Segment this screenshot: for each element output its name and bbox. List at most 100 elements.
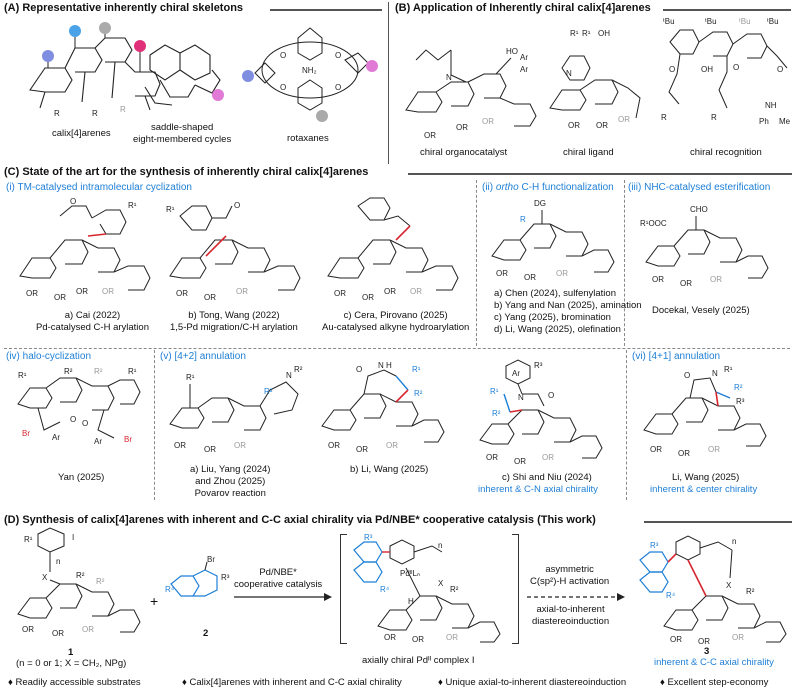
section-c-rule: [408, 173, 792, 175]
substrate-1-structure: R¹ I n X R² R² OR OR OR: [17, 527, 141, 638]
atom-label: R¹: [570, 29, 579, 38]
atom-label: O: [70, 415, 76, 424]
subtitle-ortho-post: C-H functionalization: [518, 182, 614, 193]
atom-label: ᵗBu: [739, 17, 751, 26]
atom-label: OR: [496, 269, 508, 278]
section-a-rule: [270, 9, 382, 11]
ref-cai: a) Cai (2022) Pd-catalysed C-H arylation: [36, 310, 149, 333]
liwang-41-structure: O N R¹ R² R³ OR OR OR: [643, 365, 767, 458]
saddle-cycle-skeleton: [144, 44, 224, 106]
ref-yan: Yan (2025): [58, 472, 105, 483]
arrow2-bottom-label: axial-to-inherent diastereoinduction: [532, 604, 610, 627]
atom-label: OR: [334, 289, 346, 298]
atom-label: O: [280, 51, 286, 60]
atom-label: R²: [746, 587, 755, 596]
caption-organocatalyst: chiral organocatalyst: [420, 147, 508, 158]
ref-shi-note: inherent & C-N axial chirality: [478, 484, 598, 495]
atom-label: ᵗBu: [767, 17, 779, 26]
atom-label: Ar: [94, 437, 102, 446]
atom-label: O: [548, 391, 554, 400]
atom-label: OR: [26, 289, 38, 298]
atom-label: OR: [514, 457, 526, 466]
atom-label: OR: [670, 635, 682, 644]
chiral-ligand-structure: R¹ R¹ OH N OR OR OR: [549, 29, 641, 130]
atom-label: R²: [450, 585, 459, 594]
atom-label: Me: [779, 117, 791, 126]
atom-label: ᵗBu: [705, 17, 717, 26]
atom-label: R¹: [166, 205, 175, 214]
atom-label: R: [661, 113, 667, 122]
atom-label: R²: [294, 365, 303, 374]
atom-label: O: [777, 65, 783, 74]
atom-label: N: [286, 371, 292, 380]
atom-label: X: [438, 579, 444, 588]
atom-label: OR: [102, 287, 114, 296]
ref-tong: b) Tong, Wang (2022) 1,5-Pd migration/C-…: [170, 310, 298, 333]
atom-label: I: [72, 533, 74, 542]
atom-label: O: [70, 197, 76, 206]
atom-label: R¹: [186, 373, 195, 382]
caption-saddle-text: saddle-shaped eight-membered cycles: [133, 122, 232, 145]
atom-label: O: [280, 83, 286, 92]
atom-label: OR: [652, 275, 664, 284]
caption-saddle-cycles: saddle-shaped eight-membered cycles: [133, 122, 231, 146]
arrow1-label: Pd/NBE* cooperative catalysis: [234, 567, 323, 590]
subtitle-halo-cyclization: (iv) halo-cyclization: [6, 351, 92, 362]
atom-label: X: [726, 581, 732, 590]
atom-label: OH: [598, 29, 610, 38]
atom-label: O: [82, 419, 88, 428]
atom-label: OR: [174, 441, 186, 450]
atom-label: R¹: [412, 365, 421, 374]
atom-label: R³: [650, 541, 659, 550]
atom-label: O: [733, 63, 739, 72]
divider-c-row: [4, 348, 790, 349]
atom-label: n: [438, 541, 442, 550]
ref-liwang-41-note: inherent & center chirality: [650, 484, 758, 495]
atom-label: OR: [698, 637, 710, 646]
atom-label: R¹: [128, 201, 137, 210]
atom-label: R¹OOC: [640, 219, 667, 228]
atom-label: OR: [596, 121, 608, 130]
subtitle-ortho-ch: (ii) ortho C-H functionalization: [482, 182, 614, 193]
caption-chiral-ligand: chiral ligand: [563, 147, 614, 158]
atom-label: CHO: [690, 205, 708, 214]
atom-label: R³: [264, 387, 273, 396]
atom-label: OR: [680, 279, 692, 288]
section-b-rule: [663, 9, 791, 11]
section-d-rule: [644, 521, 792, 523]
calixarene-skeleton-a: R R R: [29, 22, 161, 118]
atom-label: OR: [650, 445, 662, 454]
ortho-ch-structure: DG R OR OR OR: [491, 199, 615, 282]
cera-structure: OR OR OR OR: [327, 197, 459, 302]
atom-label: OR: [556, 269, 568, 278]
atom-label: OR: [236, 287, 248, 296]
atom-label: OH: [701, 65, 713, 74]
atom-label: R: [92, 109, 98, 118]
atom-label: ᵗBu: [663, 17, 675, 26]
atom-label: R¹: [724, 365, 733, 374]
reaction-arrow-2: [527, 593, 625, 601]
ref-docekal: Docekal, Vesely (2025): [652, 305, 750, 316]
liu-structure: R¹ R³ N R² OR OR OR: [169, 365, 303, 454]
feature-2-text: Calix[4]arenes with inherent and C-C axi…: [189, 677, 402, 688]
atom-label: R¹: [128, 367, 137, 376]
substrate-2-structure: Br R³ R⁴: [165, 555, 230, 597]
reaction-arrow-1: [234, 593, 332, 601]
atom-label: OR: [384, 633, 396, 642]
ref-liwang-41: Li, Wang (2025): [672, 472, 740, 483]
divider-c-1: [476, 180, 477, 346]
shi-structure: Ar R³ N O R¹ R² OR OR OR: [479, 359, 603, 466]
atom-label: R³: [364, 533, 373, 542]
arrow2-top-label: asymmetric C(sp²)-H activation: [530, 564, 610, 587]
divider-c-4: [626, 350, 627, 500]
product-3-structure: R³ n X R⁴ R² OR OR OR: [639, 535, 787, 646]
atom-label: N: [712, 369, 718, 378]
atom-label: OR: [362, 293, 374, 302]
atom-label: OR: [384, 287, 396, 296]
intermediate-bracket-left: [340, 534, 347, 644]
feature-1: ♦ Readily accessible substrates: [8, 677, 141, 688]
atom-label: O: [234, 201, 240, 210]
atom-label: Br: [207, 555, 215, 564]
atom-label: HO: [506, 47, 518, 56]
atom-label: N: [518, 393, 524, 402]
